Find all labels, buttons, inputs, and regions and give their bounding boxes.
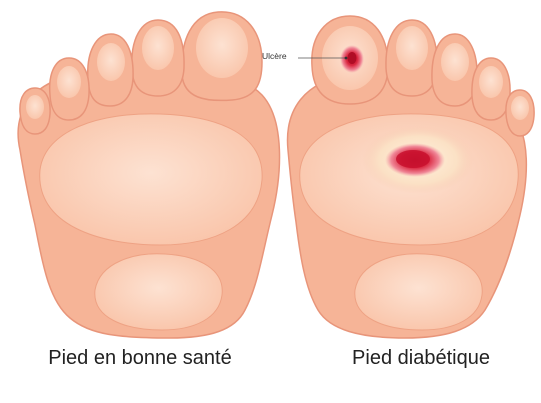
diabetic-toe-4-pad (479, 66, 503, 98)
diabetic-foot-caption: Pied diabétique (316, 346, 526, 371)
diabetic-toe-3-pad (441, 43, 469, 81)
diabetic-toe-5-pad (511, 96, 529, 120)
healthy-foot (18, 12, 279, 338)
healthy-ball-pad (40, 114, 262, 245)
diabetic-heel-pad (355, 254, 482, 330)
diabetic-toe-2-pad (396, 26, 428, 70)
healthy-toe-2-pad (142, 26, 174, 70)
ulcer-leader-dot (345, 57, 348, 60)
ulcer-ball-core (396, 150, 430, 168)
healthy-heel-pad (95, 254, 222, 330)
healthy-big-toe-pad (196, 18, 248, 78)
ulcer-toe-core (348, 52, 357, 64)
healthy-toe-5-pad (26, 95, 44, 119)
healthy-foot-caption: Pied en bonne santé (40, 346, 240, 371)
ulcer-label: Ulcère (262, 51, 287, 61)
healthy-toe-4-pad (57, 66, 81, 98)
diabetic-foot (288, 16, 535, 338)
healthy-toe-3-pad (97, 43, 125, 81)
